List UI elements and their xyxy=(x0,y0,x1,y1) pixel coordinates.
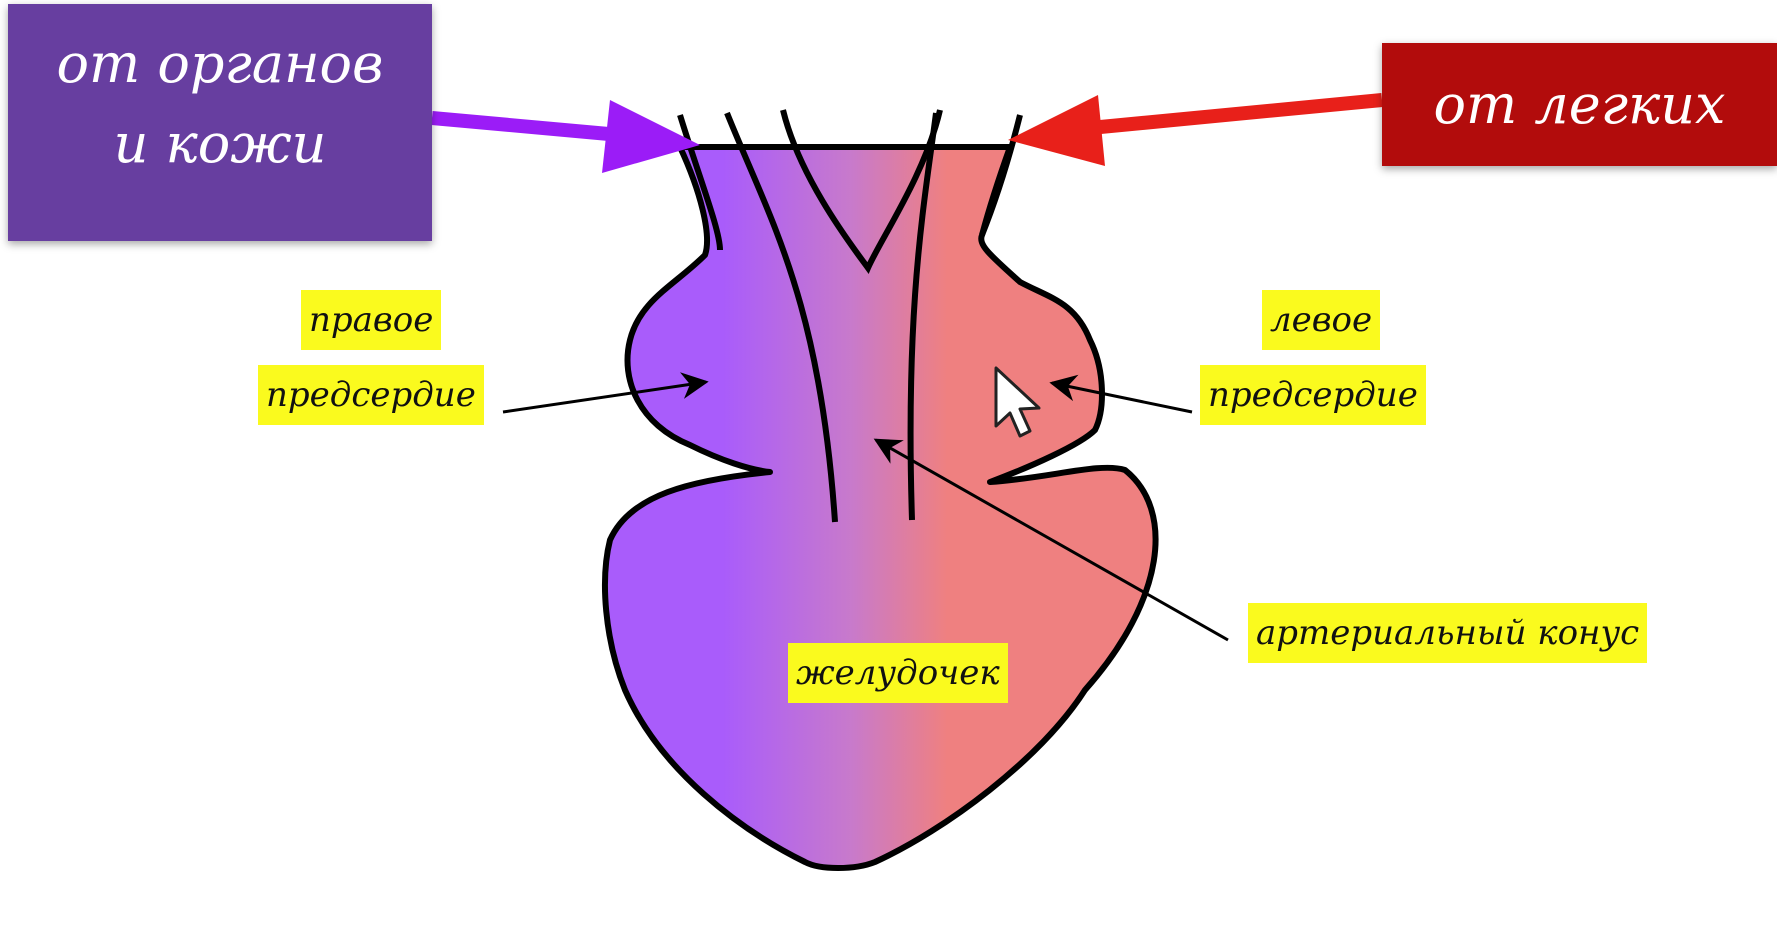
left-atrium-label-line2: предсердие xyxy=(1200,365,1426,425)
arterial-cone-label: артериальный конус xyxy=(1248,603,1647,663)
right-atrium-label-line2: предсердие xyxy=(258,365,484,425)
lungs-arrow-head xyxy=(1008,95,1105,166)
lungs-arrow-shaft xyxy=(1090,100,1382,128)
from-organs-box: от органов и кожи xyxy=(8,4,432,241)
right-atrium-label-line1: правое xyxy=(301,290,441,350)
heart-outline xyxy=(605,147,1156,868)
from-organs-line2: и кожи xyxy=(8,104,432,184)
slide-title-fragment xyxy=(480,0,1310,20)
from-organs-line1: от органов xyxy=(8,24,432,104)
organs-arrow-shaft xyxy=(432,118,620,135)
left-atrium-label-line1: левое xyxy=(1262,290,1380,350)
from-lungs-box: от легких xyxy=(1382,43,1777,166)
ventricle-label: желудочек xyxy=(788,643,1008,703)
from-lungs-label: от легких xyxy=(1434,73,1726,136)
